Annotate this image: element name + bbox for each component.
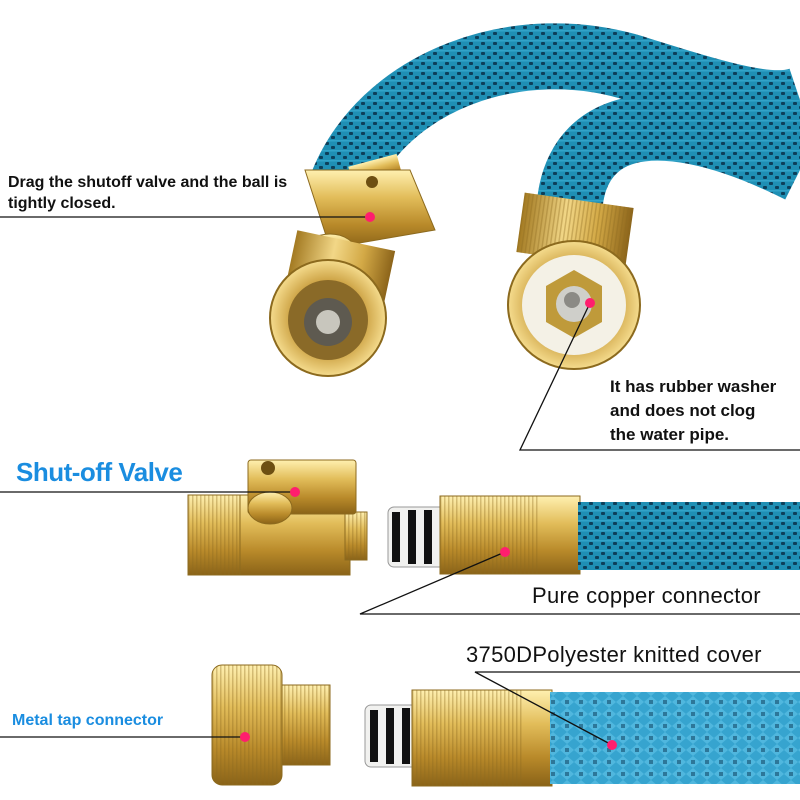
top-female-fitting (507, 192, 641, 370)
callout-drag-valve: Drag the shutoff valve and the ball is t… (8, 174, 288, 212)
leader-copper-connector (359, 551, 800, 615)
middle-hose-connector (387, 495, 800, 575)
top-shutoff-valve (269, 153, 436, 377)
bottom-hose-connector (364, 689, 800, 787)
marker-dot (365, 212, 375, 222)
callout-tap-connector: Metal tap connector (12, 712, 164, 729)
top-right-hose (536, 94, 800, 239)
callout-polyester-cover: 3750DPolyester knitted cover (466, 642, 762, 667)
leader-polyester-cover (474, 671, 800, 746)
callout-shutoff-valve: Shut-off Valve (16, 457, 183, 487)
marker-dot (290, 487, 300, 497)
top-left-hose (308, 23, 800, 203)
callout-markers (240, 212, 617, 750)
marker-dot (500, 547, 510, 557)
leader-rubber-washer (518, 302, 800, 451)
callout-rubber-washer: It has rubber washer and does not clog t… (610, 377, 777, 444)
marker-dot (240, 732, 250, 742)
marker-dot (607, 740, 617, 750)
metal-tap-connector (211, 664, 331, 786)
middle-shutoff-valve (187, 459, 368, 576)
callout-copper-connector: Pure copper connector (532, 583, 761, 608)
marker-dot (585, 298, 595, 308)
